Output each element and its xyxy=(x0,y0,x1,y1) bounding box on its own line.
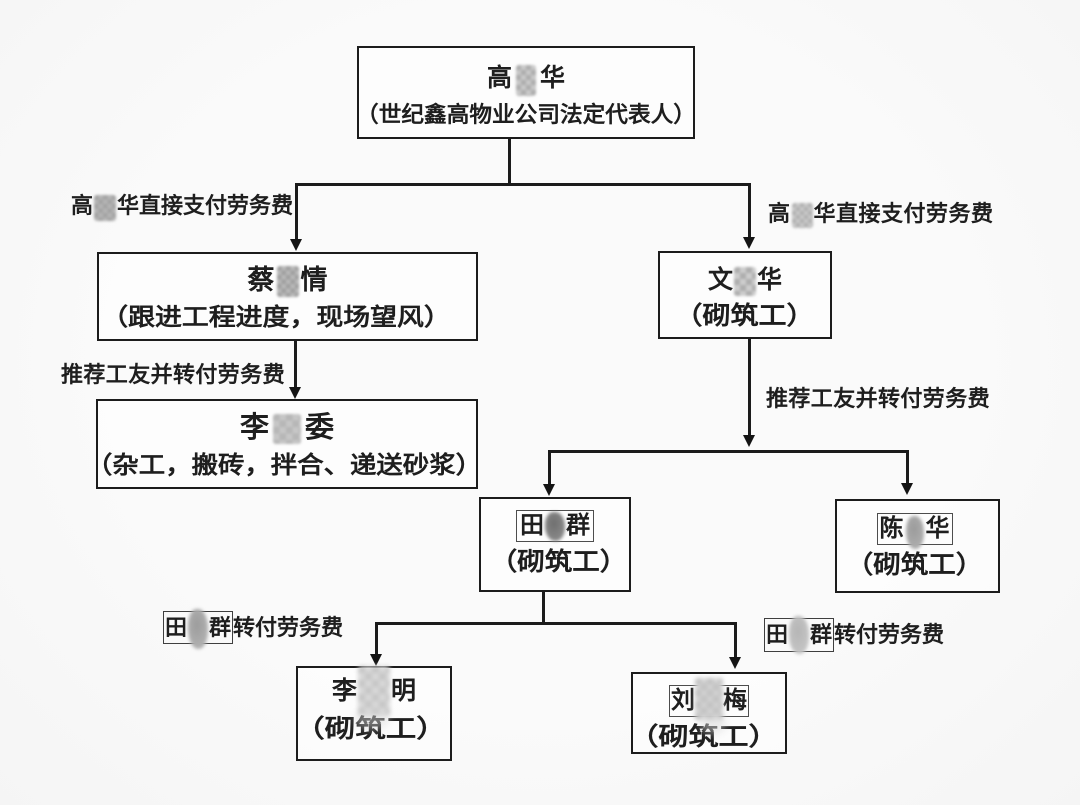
node-li-ming: 李明 （砌筑工） xyxy=(294,665,452,761)
connector-mid-horizontal xyxy=(547,450,909,453)
connector-to-chen xyxy=(905,450,909,484)
node-chen-subtitle: （砌筑工） xyxy=(846,551,984,579)
connector-to-liu xyxy=(733,622,737,658)
label-transfer-left-namebox: 田群 xyxy=(163,608,234,649)
label-pay-right-before: 高 xyxy=(768,200,791,226)
label-recommend-right: 推荐工友并转付劳务费 xyxy=(766,384,990,414)
censor-smudge xyxy=(354,708,390,730)
node-tian-namebox: 田群 xyxy=(516,509,594,542)
node-liu: 刘梅 （砌筑工） xyxy=(629,672,787,754)
label-pay-right: 高华直接支付劳务费 xyxy=(768,199,994,229)
node-li-wei-name-before: 李 xyxy=(239,412,269,444)
censored-character-mosaic xyxy=(94,194,117,221)
connector-gao-stem xyxy=(508,139,511,186)
arrowhead-to-chen xyxy=(900,483,913,495)
label-transfer-left: 田群转付劳务费 xyxy=(163,608,344,649)
node-tian-subtitle: （砌筑工） xyxy=(489,549,628,576)
label-transfer-right-namebox: 田群 xyxy=(764,616,835,654)
node-gao: 高华 （世纪鑫高物业公司法定代表人） xyxy=(356,46,696,139)
node-chen-namebox: 陈华 xyxy=(876,512,953,549)
censored-character-mosaic xyxy=(695,677,723,720)
censor-smudge xyxy=(700,714,726,734)
label-recommend-right-text: 推荐工友并转付劳务费 xyxy=(766,385,991,411)
label-recommend-left: 推荐工友并转付劳务费 xyxy=(61,360,285,390)
connector-wen-stem xyxy=(747,339,751,436)
node-chen: 陈华 （砌筑工） xyxy=(835,499,1000,593)
label-transfer-left-boxed-after: 群 xyxy=(209,614,232,640)
connector-tian-stem xyxy=(541,592,545,623)
node-chen-name-after: 华 xyxy=(925,515,950,542)
node-wen-name: 文华 xyxy=(708,264,782,298)
arrowhead-to-wen xyxy=(742,237,755,249)
connector-to-wen xyxy=(747,183,751,238)
label-pay-left: 高华直接支付劳务费 xyxy=(71,191,293,221)
node-cai-name: 蔡情 xyxy=(248,263,328,297)
node-li-wei-name: 李委 xyxy=(240,411,334,445)
node-liu-name-before: 刘 xyxy=(671,687,695,714)
node-gao-name-before: 高 xyxy=(486,64,512,92)
arrowhead-to-liming xyxy=(369,654,382,666)
node-li-wei: 李委 （杂工，搬砖，拌合、递送砂浆） xyxy=(86,399,482,489)
label-transfer-right: 田群转付劳务费 xyxy=(764,616,945,654)
label-pay-left-before: 高 xyxy=(71,192,94,218)
node-gao-subtitle: （世纪鑫高物业公司法定代表人） xyxy=(356,102,696,127)
connector-cai-liwei xyxy=(294,341,297,388)
censored-character-mosaic xyxy=(545,512,565,541)
arrowhead-to-liwei xyxy=(289,387,301,399)
node-liu-namebox: 刘梅 xyxy=(669,677,749,720)
connector-bottom-horizontal xyxy=(374,622,737,625)
censored-character-mosaic xyxy=(358,665,390,716)
node-wen: 文华 （砌筑工） xyxy=(658,251,832,339)
censored-character-mosaic xyxy=(791,203,813,228)
node-li-wei-subtitle: （杂工，搬砖，拌合、递送砂浆） xyxy=(86,452,482,479)
node-liu-name: 刘梅 xyxy=(671,677,747,720)
connector-to-tian xyxy=(547,450,551,485)
node-wen-name-after: 华 xyxy=(757,266,783,294)
label-recommend-left-text: 推荐工友并转付劳务费 xyxy=(61,362,286,387)
arrowhead-to-liu xyxy=(728,657,741,669)
node-li-ming-name-after: 明 xyxy=(391,677,417,705)
node-cai: 蔡情 （跟进工程进度，现场望风） xyxy=(97,252,478,341)
node-cai-name-after: 情 xyxy=(300,264,328,295)
connector-top-horizontal xyxy=(295,183,750,186)
arrowhead-to-tian xyxy=(542,484,555,496)
node-cai-subtitle: （跟进工程进度，现场望风） xyxy=(101,305,451,331)
censored-character-mosaic xyxy=(734,267,756,296)
label-transfer-left-after: 转付劳务费 xyxy=(233,614,344,640)
node-li-ming-name-before: 李 xyxy=(331,677,357,705)
censored-character-mosaic xyxy=(789,616,810,654)
node-gao-name: 高华 xyxy=(487,62,565,96)
label-transfer-right-boxed-after: 群 xyxy=(810,622,833,647)
node-tian-name: 田群 xyxy=(520,511,590,541)
node-li-wei-name-after: 委 xyxy=(305,412,335,444)
node-chen-name-before: 陈 xyxy=(879,515,904,542)
censored-character-mosaic xyxy=(273,414,301,444)
node-chen-name: 陈华 xyxy=(879,514,950,549)
arrowhead-wen-junction xyxy=(742,435,755,447)
censored-character-mosaic xyxy=(516,65,536,96)
censored-character-mosaic xyxy=(905,516,924,549)
censored-character-mosaic xyxy=(188,608,209,649)
label-transfer-right-boxed-before: 田 xyxy=(766,622,789,647)
node-li-ming-subtitle: （砌筑工） xyxy=(294,715,447,743)
label-transfer-left-boxed-before: 田 xyxy=(165,614,188,640)
node-tian: 田群 （砌筑工） xyxy=(479,497,631,592)
node-tian-name-before: 田 xyxy=(520,512,544,539)
connector-to-liming xyxy=(374,622,378,655)
node-wen-name-before: 文 xyxy=(707,266,733,294)
node-gao-name-after: 华 xyxy=(540,64,566,92)
node-tian-name-after: 群 xyxy=(566,512,590,539)
node-li-ming-name: 李明 xyxy=(331,665,417,716)
label-pay-right-after: 华直接支付劳务费 xyxy=(813,200,994,226)
censored-character-mosaic xyxy=(276,266,299,297)
node-liu-name-after: 梅 xyxy=(723,687,747,714)
node-wen-subtitle: （砌筑工） xyxy=(674,302,816,330)
connector-to-cai xyxy=(294,183,298,240)
label-pay-left-after: 华直接支付劳务费 xyxy=(117,192,294,218)
label-transfer-right-after: 转付劳务费 xyxy=(834,622,945,647)
node-cai-name-before: 蔡 xyxy=(247,264,275,295)
arrowhead-to-cai xyxy=(289,239,302,251)
